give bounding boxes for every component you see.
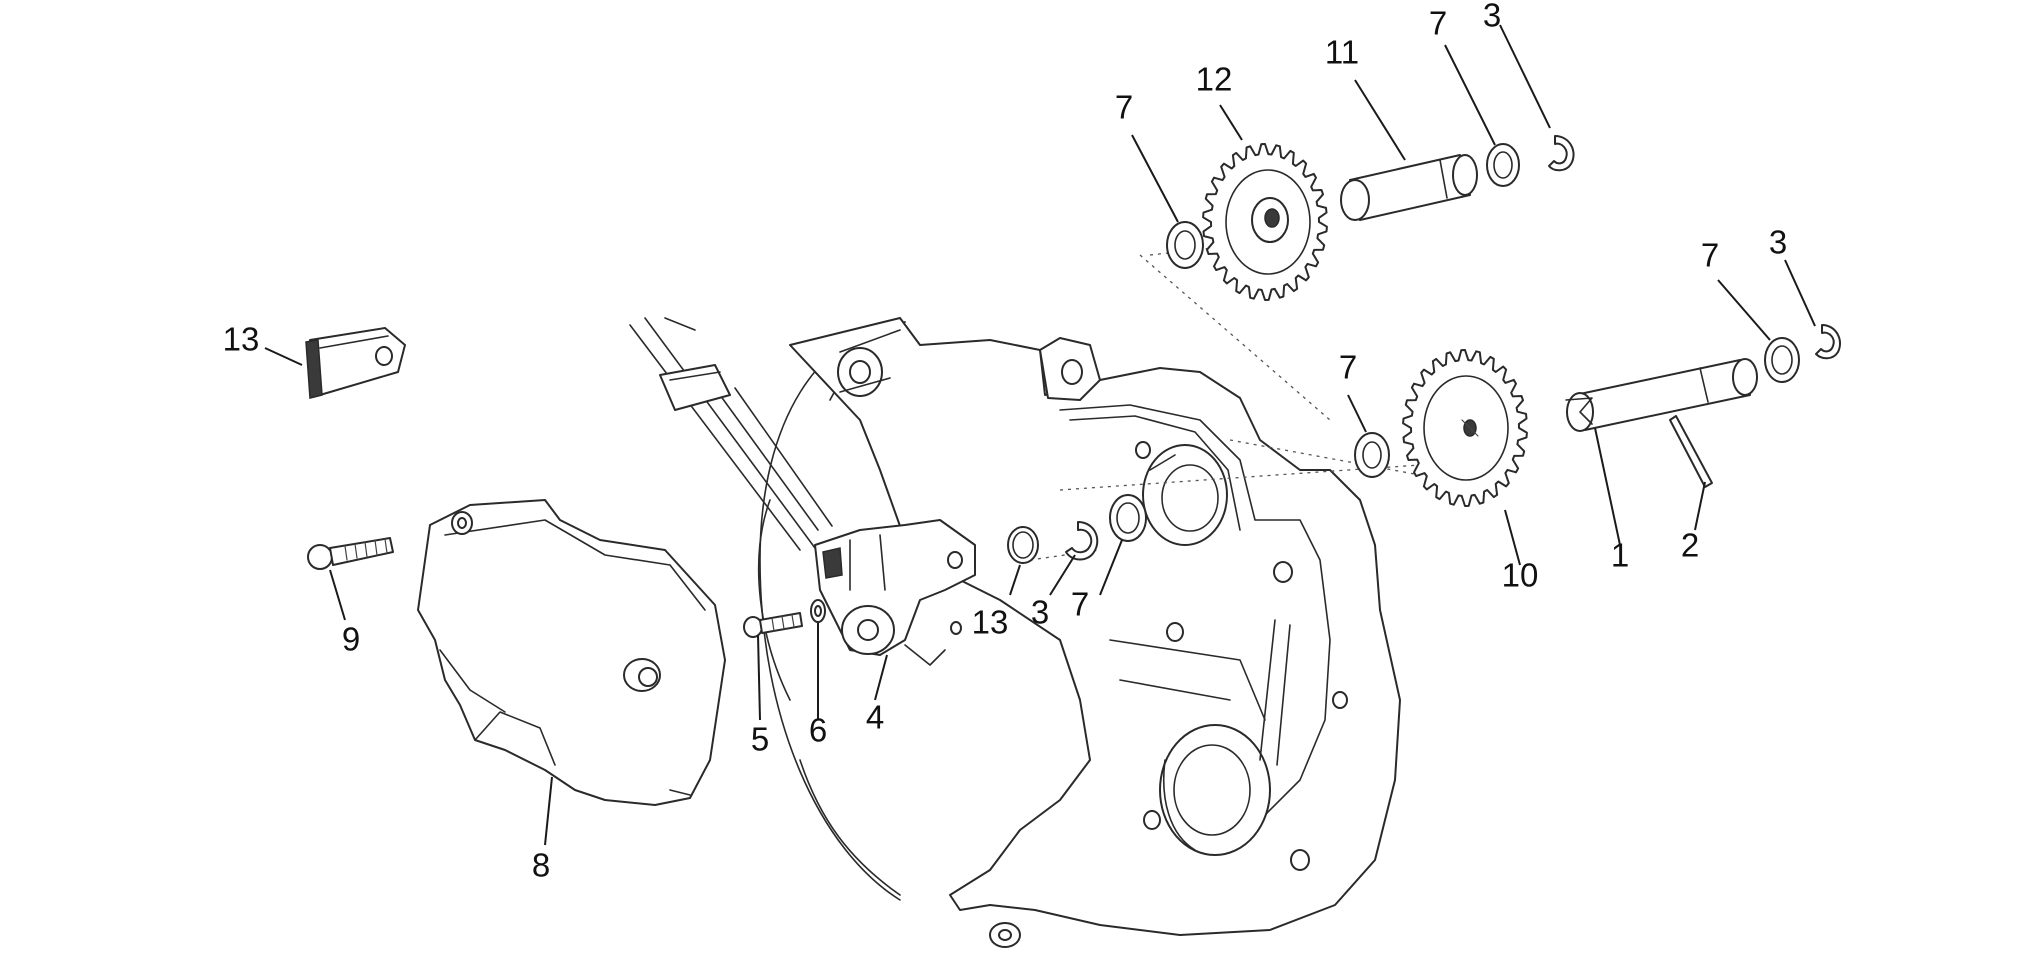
bolt-part-9 <box>307 537 394 570</box>
circlip-part-3-mid <box>1065 521 1099 561</box>
callout-11: 11 <box>1325 34 1359 71</box>
gear-part-12 <box>1202 143 1328 301</box>
engine-crankcase <box>757 244 1421 948</box>
callout-13-flap: 13 <box>223 321 260 358</box>
shaft-part-11 <box>1340 154 1478 221</box>
washer-part-7-top-right <box>1486 143 1520 187</box>
callout-1: 1 <box>1611 537 1629 574</box>
washer-part-7-gear10 <box>1354 432 1390 478</box>
pin-part-2 <box>1669 415 1713 488</box>
callout-7-right: 7 <box>1701 237 1719 274</box>
callout-12: 12 <box>1196 61 1233 98</box>
oil-pump-part-4 <box>814 519 976 666</box>
callout-10: 10 <box>1502 557 1539 594</box>
washer-part-7-mid <box>1109 494 1147 542</box>
callout-8: 8 <box>532 847 550 884</box>
callout-7-mid: 7 <box>1071 586 1089 623</box>
screw-part-5 <box>743 612 803 638</box>
pump-cover-part-8 <box>417 499 726 806</box>
washer-part-7-right <box>1764 337 1800 383</box>
callout-13-washer: 13 <box>972 604 1009 641</box>
washer-part-6 <box>810 599 826 623</box>
sensor-cable-harness <box>629 317 833 551</box>
rubber-flap-part-13 <box>305 327 406 399</box>
callout-3-mid: 3 <box>1031 594 1049 631</box>
washer-part-7-top-left <box>1166 221 1204 269</box>
shaft-part-1 <box>1565 358 1758 432</box>
callout-3-top: 3 <box>1483 0 1501 34</box>
callout-7-top-left: 7 <box>1115 89 1133 126</box>
callout-2: 2 <box>1681 527 1699 564</box>
callout-4: 4 <box>866 699 884 736</box>
callout-3-right: 3 <box>1769 224 1787 261</box>
circlip-part-3-right <box>1815 324 1841 360</box>
circlip-part-3-top <box>1548 135 1575 172</box>
gear-part-10 <box>1402 349 1528 507</box>
leader-lines <box>264 24 1816 846</box>
callout-labels: 13 9 8 5 6 4 13 3 7 7 12 11 7 3 7 10 1 2… <box>223 0 1788 884</box>
callout-7-top-right: 7 <box>1429 5 1447 42</box>
o-ring-part-13-mid <box>1007 526 1039 564</box>
callout-6: 6 <box>809 712 827 749</box>
callout-7-gear10: 7 <box>1339 349 1357 386</box>
callout-5: 5 <box>751 721 769 758</box>
callout-9: 9 <box>342 621 360 658</box>
